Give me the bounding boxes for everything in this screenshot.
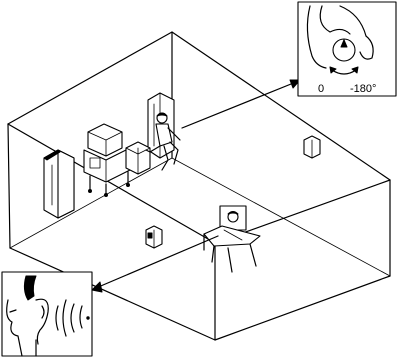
arrow-to-ear: [91, 235, 219, 293]
operator-figure: [145, 112, 181, 171]
knob-label-max: -180°: [350, 83, 376, 95]
equipment-rack: [83, 123, 151, 197]
knob-label-min: 0: [318, 83, 324, 95]
ear-listening-icon: [6, 275, 90, 357]
knob-dial-icon: [306, 5, 374, 75]
ear-inset: [1, 271, 93, 357]
knob-inset: 0 -180°: [297, 1, 397, 97]
surround-speaker-right: [303, 135, 321, 159]
surround-speaker-left: [145, 225, 163, 249]
listener-figure: [203, 205, 261, 273]
arrow-to-knob: [181, 79, 301, 129]
left-tower-speaker: [43, 149, 75, 219]
